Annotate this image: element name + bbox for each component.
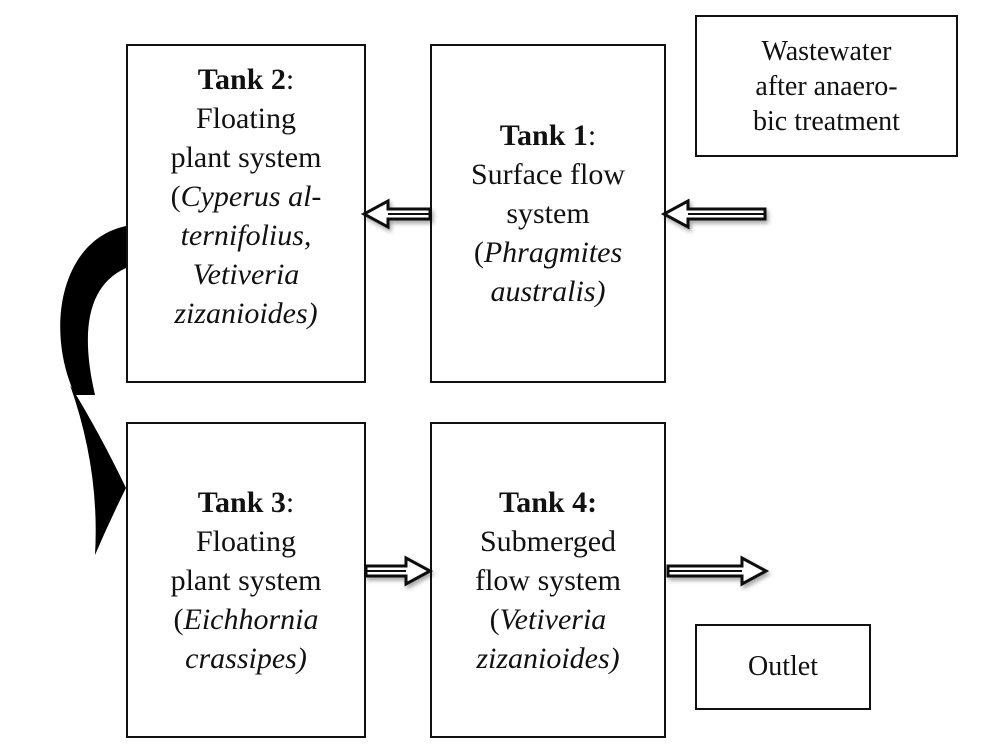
tank-2-box: Tank 2: Floating plant system (Cyperus a…: [126, 44, 366, 383]
arrow-tank1-to-tank2: [360, 198, 432, 230]
tank-2-title: Tank 2: [197, 63, 286, 96]
tank-2-species-line-2: ternifolius,: [180, 219, 312, 252]
tank-2-type-line-2: plant system: [170, 141, 322, 174]
tank-1-species-line-1: Phragmites: [483, 236, 623, 269]
tank-1-title: Tank 1: [499, 119, 588, 152]
tank-4-species-line-2: zizanioides): [476, 641, 620, 675]
outlet-label: Outlet: [748, 650, 818, 682]
arrow-tank3-to-tank4: [364, 555, 434, 587]
tank-3-box: Tank 3: Floating plant system (Eichhorni…: [126, 422, 366, 738]
arrow-input-to-tank1: [660, 198, 767, 230]
tank-3-type-line-1: Floating: [195, 524, 296, 558]
tank-3-title: Tank 3: [197, 485, 286, 519]
arrow-tank4-to-outlet: [666, 555, 770, 587]
tank-4-species-line-1: Vetiveria: [499, 602, 607, 636]
tank-1-type-line-1: Surface flow: [470, 158, 626, 191]
input-line-1: Wastewater: [761, 35, 892, 67]
tank-4-type-line-2: flow system: [475, 563, 621, 597]
arrow-tank2-to-tank3-head: [70, 385, 126, 555]
wastewater-input-box: Wastewater after anaero- bic treatment: [695, 15, 958, 157]
tank-1-species-line-2: australis): [490, 275, 606, 308]
input-line-2: after anaero-: [755, 70, 898, 102]
tank-1-type-line-2: system: [506, 197, 590, 230]
tank-2-species-line-4: zizanioides): [174, 297, 318, 330]
tank-2-species-line-1: Cyperus al-: [180, 180, 322, 213]
tank-4-box: Tank 4: Submerged flow system (Vetiveria…: [430, 422, 666, 738]
tank-3-species-line-1: Eichhornia: [183, 602, 319, 636]
tank-2-species-line-3: Vetiveria: [192, 258, 300, 291]
outlet-box: Outlet: [695, 624, 871, 710]
arrow-tank2-to-tank3: [60, 226, 126, 395]
tank-4-title: Tank 4:: [498, 485, 598, 519]
tank-3-species-line-2: crassipes): [185, 641, 307, 675]
input-line-3: bic treatment: [753, 105, 900, 137]
tank-1-box: Tank 1: Surface flow system (Phragmites …: [430, 44, 666, 383]
tank-3-type-line-2: plant system: [170, 563, 322, 597]
tank-4-type-line-1: Submerged: [479, 524, 617, 558]
tank-2-type-line-1: Floating: [195, 102, 296, 135]
